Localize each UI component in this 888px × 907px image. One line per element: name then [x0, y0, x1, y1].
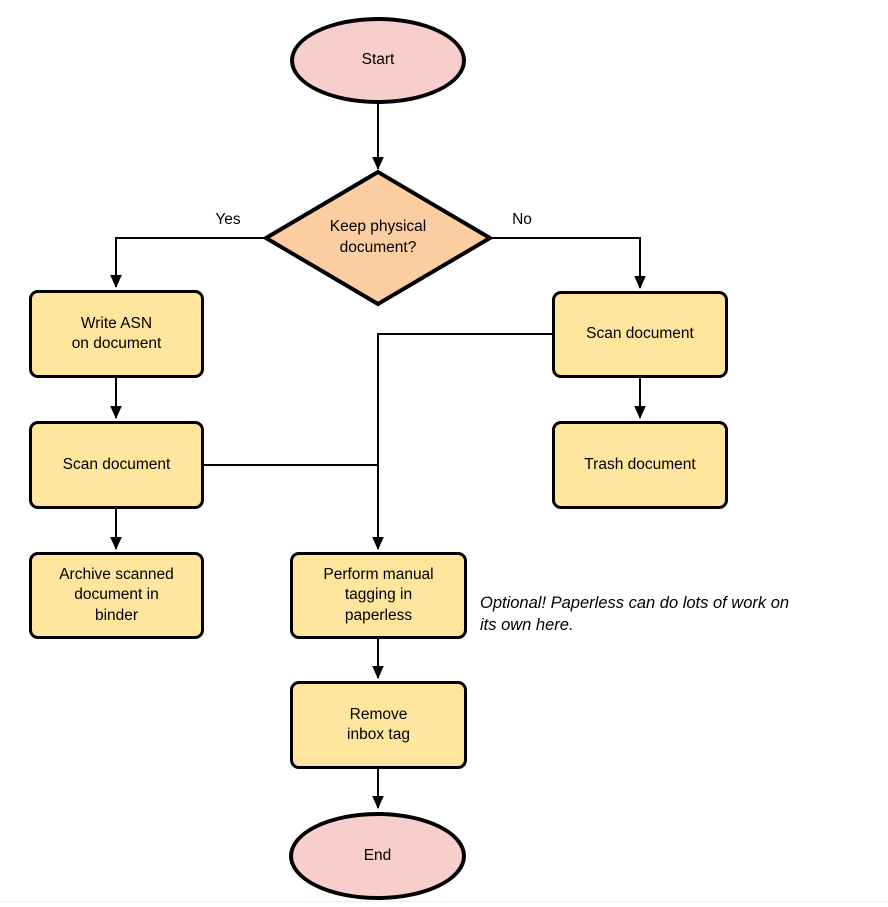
scan-document-right-node: Scan document: [552, 291, 728, 378]
write-asn-node: Write ASN on document: [29, 290, 204, 378]
bottom-edge-line: [0, 901, 888, 902]
start-node: Start: [290, 17, 466, 104]
scan-document-left-node: Scan document: [29, 421, 204, 509]
edge-label-no: No: [512, 211, 532, 228]
edge-decision-to-scan-right: [490, 237, 646, 289]
edge-decision-to-write-asn: [110, 237, 266, 288]
remove-inbox-tag-node: Remove inbox tag: [290, 681, 467, 769]
edge-scan-right-to-perform: [372, 333, 552, 550]
trash-document-node: Trash document: [552, 421, 728, 509]
decision-shape: [262, 169, 494, 307]
decision-node-label: Keep physical document?: [329, 218, 427, 256]
archive-node: Archive scanned document in binder: [29, 552, 204, 639]
perform-tagging-node: Perform manual tagging in paperless: [290, 552, 467, 639]
edge-label-yes: Yes: [215, 211, 241, 228]
optional-note: Optional! Paperless can do lots of work …: [480, 594, 790, 635]
end-node: End: [289, 812, 466, 900]
